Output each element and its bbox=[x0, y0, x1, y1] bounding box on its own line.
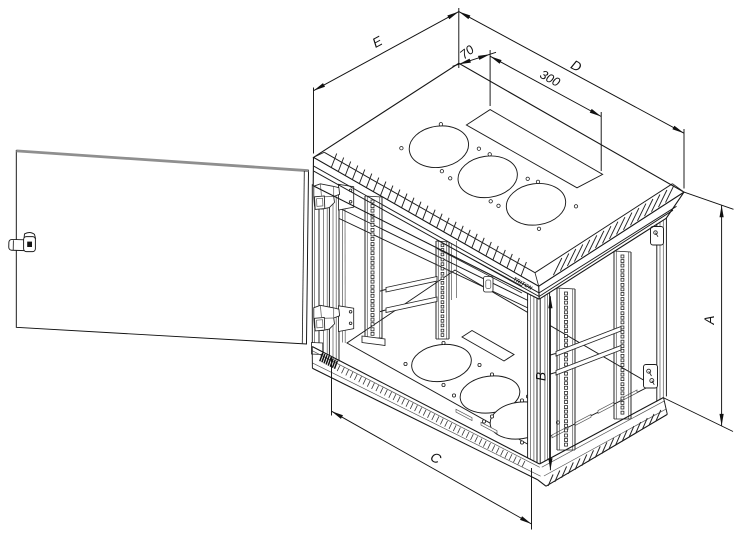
side-mount-rail bbox=[549, 325, 622, 357]
floor-cable-cutout bbox=[461, 329, 515, 362]
joint-bracket-slot bbox=[485, 279, 492, 289]
dim-line-E bbox=[313, 11, 460, 92]
door-hinge-bottom bbox=[313, 304, 355, 333]
side-mount-rail bbox=[379, 296, 438, 314]
dimension-arrowhead bbox=[589, 108, 602, 117]
dim-label-A: A bbox=[702, 315, 717, 325]
dimension-arrowhead bbox=[458, 58, 471, 65]
dim-line-D bbox=[458, 11, 685, 134]
dim-label-70: 70 bbox=[457, 43, 477, 63]
floor-fan-cutout-2 bbox=[459, 375, 521, 414]
dimension-arrowhead bbox=[478, 54, 491, 60]
dimension-arrowhead bbox=[490, 56, 502, 64]
top-cable-cutout bbox=[465, 109, 604, 189]
cabinet-lid: TRITON bbox=[312, 62, 686, 300]
top-fan-cutout-2 bbox=[457, 155, 518, 199]
dimension-arrowhead bbox=[548, 296, 553, 309]
side-mount-rail bbox=[549, 344, 622, 376]
dim-line-C bbox=[331, 410, 532, 525]
door bbox=[8, 149, 309, 345]
rack-rail-rear-left bbox=[435, 240, 450, 340]
door-panel bbox=[15, 149, 309, 345]
dimension-arrowhead bbox=[331, 411, 343, 419]
cabinet-body bbox=[299, 183, 668, 487]
dimension-arrowhead bbox=[313, 83, 325, 91]
dimension-arrowhead bbox=[719, 413, 724, 426]
dimension-arrowhead bbox=[672, 125, 684, 134]
rack-rail-rear-right bbox=[613, 250, 632, 420]
top-fan-cutout-1 bbox=[408, 125, 470, 168]
top-fan-cutouts bbox=[399, 122, 579, 231]
top-fan-cutout-3 bbox=[505, 183, 567, 226]
dim-line-300 bbox=[489, 55, 602, 117]
dimension-arrowhead bbox=[520, 516, 532, 524]
floor-fan-cutout-1 bbox=[411, 343, 472, 383]
screw-holes bbox=[399, 122, 579, 231]
lid-vent-slots bbox=[330, 153, 675, 277]
door-top-edge bbox=[16, 149, 309, 173]
wall-mount-bracket bbox=[643, 364, 658, 389]
base-vent-slots bbox=[319, 352, 662, 487]
rack-rail-front-left bbox=[364, 195, 383, 339]
dimension-arrowhead bbox=[719, 205, 724, 218]
screw-holes bbox=[403, 340, 561, 445]
joint-bracket bbox=[483, 276, 494, 293]
door-lock-handle bbox=[8, 232, 37, 253]
dimension-arrowhead bbox=[447, 11, 459, 20]
dimension-arrowhead bbox=[458, 11, 471, 20]
lock-keyhole bbox=[27, 241, 32, 247]
dim-label-B: B bbox=[534, 372, 549, 381]
side-mount-rail bbox=[379, 275, 438, 293]
door-hinge-top bbox=[313, 183, 355, 211]
dimension-arrowhead bbox=[548, 458, 553, 471]
